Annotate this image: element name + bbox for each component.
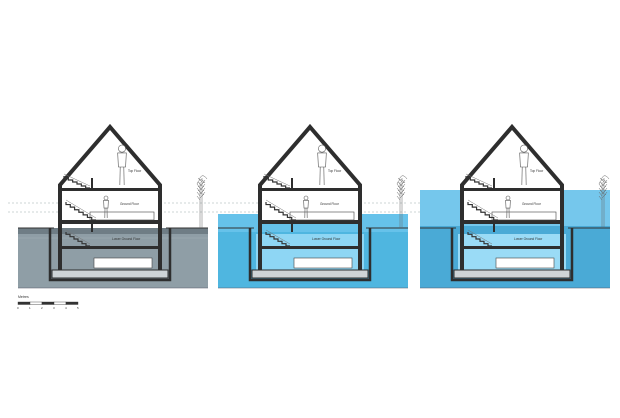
floor-label-lower: Lower Ground Floor xyxy=(312,237,341,241)
scale-tick: 2 xyxy=(41,306,43,310)
scale-segment xyxy=(42,302,54,305)
scale-tick: 4 xyxy=(65,306,67,310)
lower-floor-slab xyxy=(462,246,562,249)
lower-floor-slab xyxy=(60,246,160,249)
scale-bar: Metres 0 1 2 3 4 5 xyxy=(17,295,79,310)
top-floor-slab xyxy=(60,188,160,191)
floor-label-lower: Lower Ground Floor xyxy=(112,237,141,241)
floor-label-ground: Ground Floor xyxy=(522,202,542,206)
tree-icon xyxy=(198,176,207,228)
lower-floor-slab xyxy=(260,246,360,249)
ground-floor-cabinet xyxy=(90,212,154,220)
floor-label-top: Top Floor xyxy=(328,169,342,173)
scale-label: Metres xyxy=(18,295,29,299)
floor-label-ground: Ground Floor xyxy=(320,202,340,206)
ground-floor-slab xyxy=(462,220,562,224)
foundation-slab xyxy=(52,270,168,278)
foundation-slab xyxy=(252,270,368,278)
floor-label-lower: Lower Ground Floor xyxy=(514,237,543,241)
ground-floor-slab xyxy=(260,220,360,224)
tree-icon xyxy=(197,180,205,228)
lower-floor-cabinet xyxy=(94,258,152,268)
scale-tick: 0 xyxy=(17,306,19,310)
ground-floor-cabinet xyxy=(492,212,556,220)
floor-label-top: Top Floor xyxy=(128,169,142,173)
foundation-slab xyxy=(454,270,570,278)
scale-segment xyxy=(18,302,30,305)
floor-label-ground: Ground Floor xyxy=(120,202,140,206)
top-floor-slab xyxy=(260,188,360,191)
floor-label-top: Top Floor xyxy=(530,169,544,173)
scale-tick: 3 xyxy=(53,306,55,310)
scale-tick: 5 xyxy=(77,306,79,310)
ground-surface xyxy=(18,228,208,234)
scale-segment xyxy=(54,302,66,305)
scale-segment xyxy=(66,302,78,305)
lower-floor-cabinet xyxy=(496,258,554,268)
lower-floor-cabinet xyxy=(294,258,352,268)
scale-tick: 1 xyxy=(29,306,31,310)
ground-floor-cabinet xyxy=(290,212,354,220)
top-floor-slab xyxy=(462,188,562,191)
ground-floor-slab xyxy=(60,220,160,224)
scale-segment xyxy=(30,302,42,305)
